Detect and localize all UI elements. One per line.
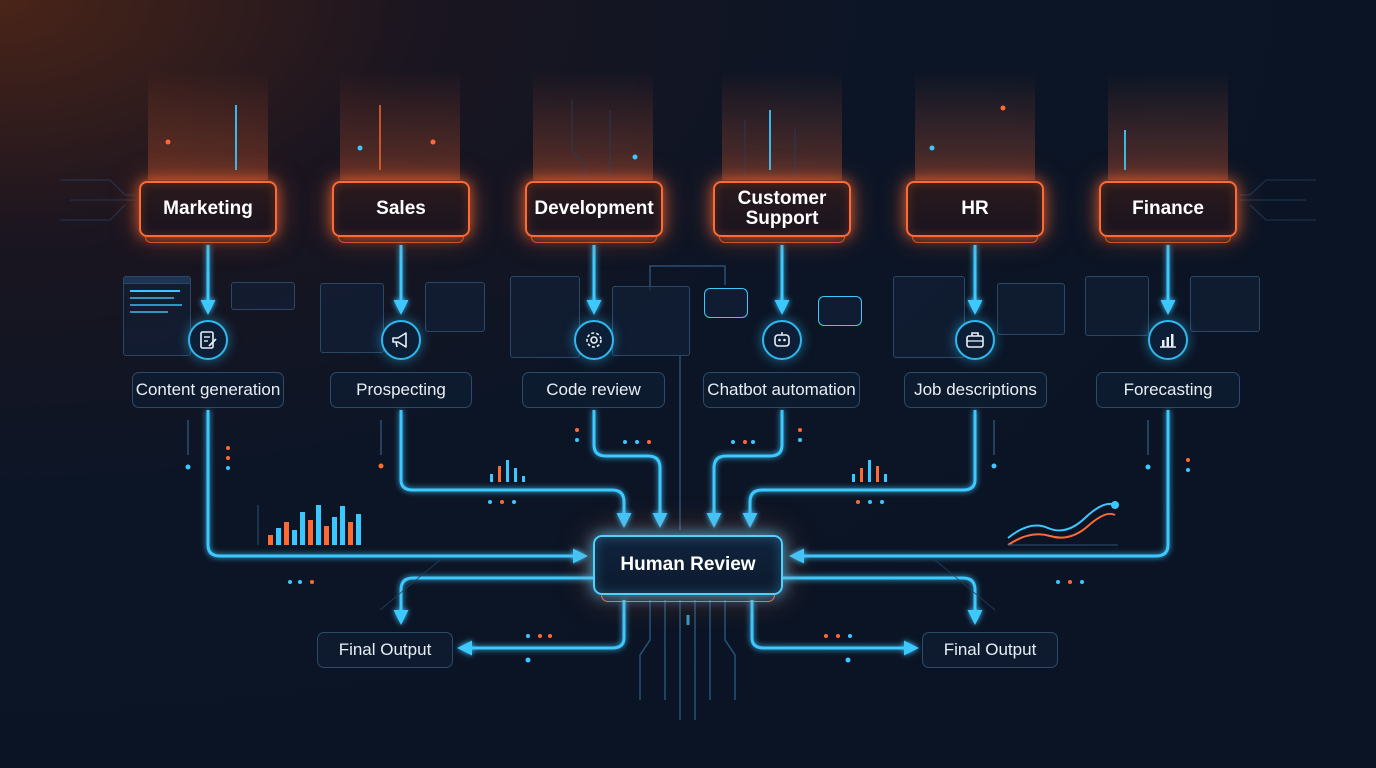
donut-chart-panel: [320, 283, 384, 353]
dept-finance[interactable]: Finance: [1099, 181, 1237, 243]
dept-sales[interactable]: Sales: [332, 181, 470, 243]
dept-marketing[interactable]: Marketing: [139, 181, 277, 243]
chat-bubble-right: [818, 296, 862, 326]
task-job-descriptions: Job descriptions: [904, 372, 1047, 408]
code-editor-panel-left: [510, 276, 580, 358]
dept-hr[interactable]: HR: [906, 181, 1044, 243]
finance-trend-panel: [1190, 276, 1260, 332]
equalizer-right: [852, 460, 887, 482]
megaphone-icon: [381, 320, 421, 360]
review-flow-lines: [206, 410, 1170, 564]
task-code-review: Code review: [522, 372, 665, 408]
bar-chart-icon: [1148, 320, 1188, 360]
robot-icon: [762, 320, 802, 360]
thin-connectors: [187, 265, 1149, 530]
document-edit-icon: [188, 320, 228, 360]
decorative-dots: [185, 428, 1190, 663]
briefcase-icon: [955, 320, 995, 360]
profile-card-panel: [231, 282, 295, 310]
dept-customer-support[interactable]: Customer Support: [713, 181, 851, 243]
task-prospecting: Prospecting: [330, 372, 472, 408]
light-beams: [148, 70, 1228, 180]
code-editor-panel-right: [612, 286, 690, 356]
chat-bubble-left: [704, 288, 748, 318]
human-review-hub[interactable]: Human Review: [593, 535, 783, 602]
down-arrows: [200, 245, 1176, 315]
task-chatbot-automation: Chatbot automation: [703, 372, 860, 408]
growth-chart-panel: [425, 282, 485, 332]
task-forecasting: Forecasting: [1096, 372, 1240, 408]
decor-bar-chart: [257, 505, 361, 545]
task-content-generation: Content generation: [132, 372, 284, 408]
beam-lines: [165, 105, 1126, 170]
edge-traces: [60, 100, 1316, 611]
output-flow-lines: [393, 576, 983, 656]
final-output-left[interactable]: Final Output: [317, 632, 453, 668]
final-output-right[interactable]: Final Output: [922, 632, 1058, 668]
dept-development[interactable]: Development: [525, 181, 663, 243]
finance-bar-panel: [1085, 276, 1149, 336]
equalizer-left: [490, 460, 525, 482]
trend-chart-panel-hr: [997, 283, 1065, 335]
content-screen-panel: [123, 276, 191, 356]
resume-panel: [893, 276, 965, 358]
circuit-traces: [639, 600, 736, 720]
gear-icon: [574, 320, 614, 360]
decor-area-chart: [1007, 501, 1119, 546]
